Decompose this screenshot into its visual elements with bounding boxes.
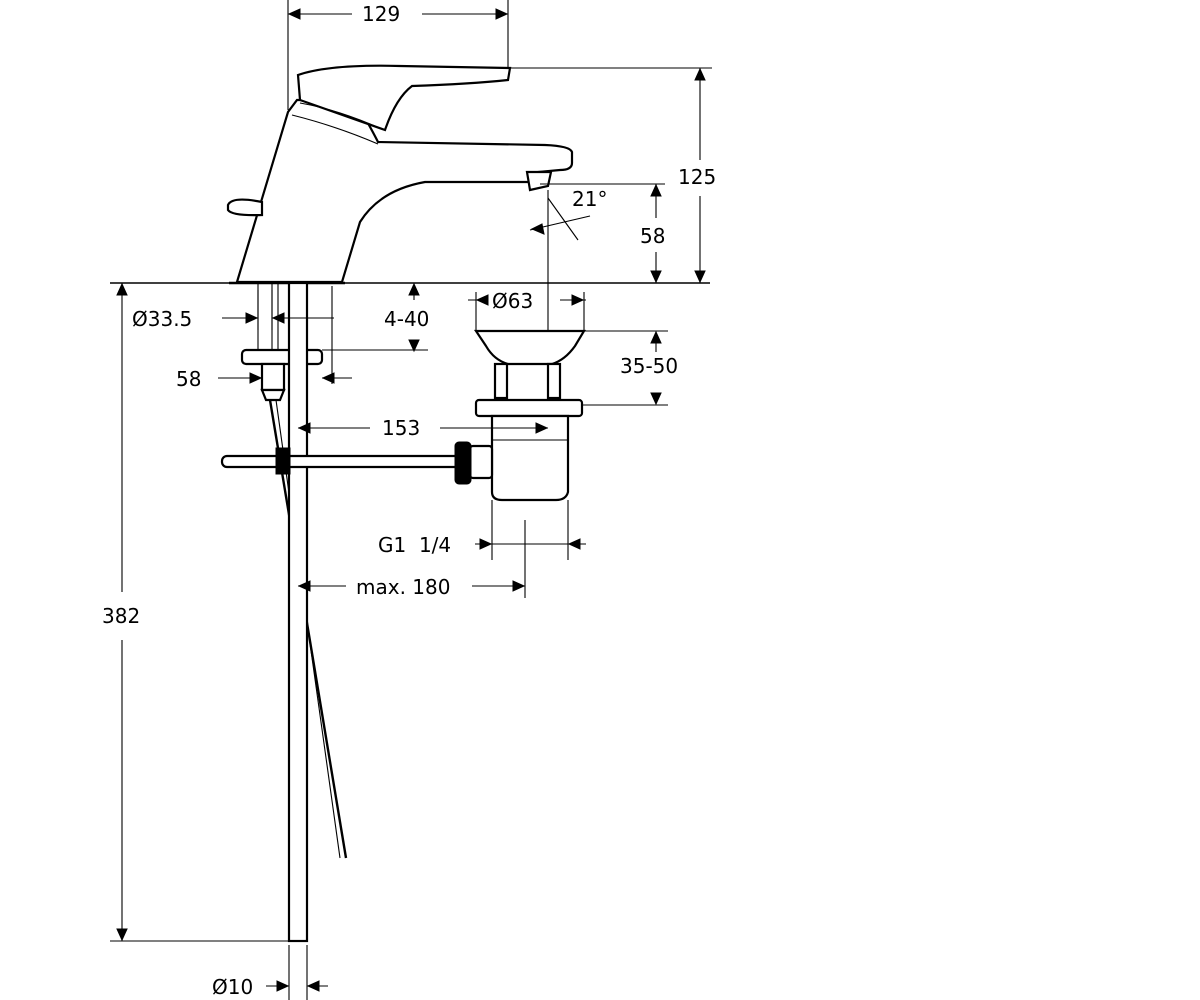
label-supply-diameter: Ø33.5 [132, 307, 192, 331]
label-nut-width: 58 [176, 367, 201, 391]
label-spout-height: 58 [640, 224, 665, 248]
dimension-labels: 129 125 21° 58 Ø33.5 4-40 Ø63 58 35-50 1… [102, 2, 716, 999]
label-drain-diameter: Ø63 [492, 289, 533, 313]
under-deck-assembly [240, 281, 348, 943]
label-max-reach: max. 180 [356, 575, 450, 599]
label-hose-length: 382 [102, 604, 140, 628]
label-deck-thickness: 4-40 [384, 307, 429, 331]
label-rod-offset: 153 [382, 416, 420, 440]
dimension-lines [110, 0, 712, 1000]
label-spout-angle: 21° [572, 187, 607, 211]
faucet-body [226, 64, 574, 285]
label-drain-thread: G1 1/4 [378, 533, 451, 557]
label-hose-diameter: Ø10 [212, 975, 253, 999]
popup-rod [220, 447, 462, 475]
label-height-total: 125 [678, 165, 716, 189]
label-width-top: 129 [362, 2, 400, 26]
drain-assembly [454, 329, 586, 502]
label-drain-range: 35-50 [620, 354, 678, 378]
